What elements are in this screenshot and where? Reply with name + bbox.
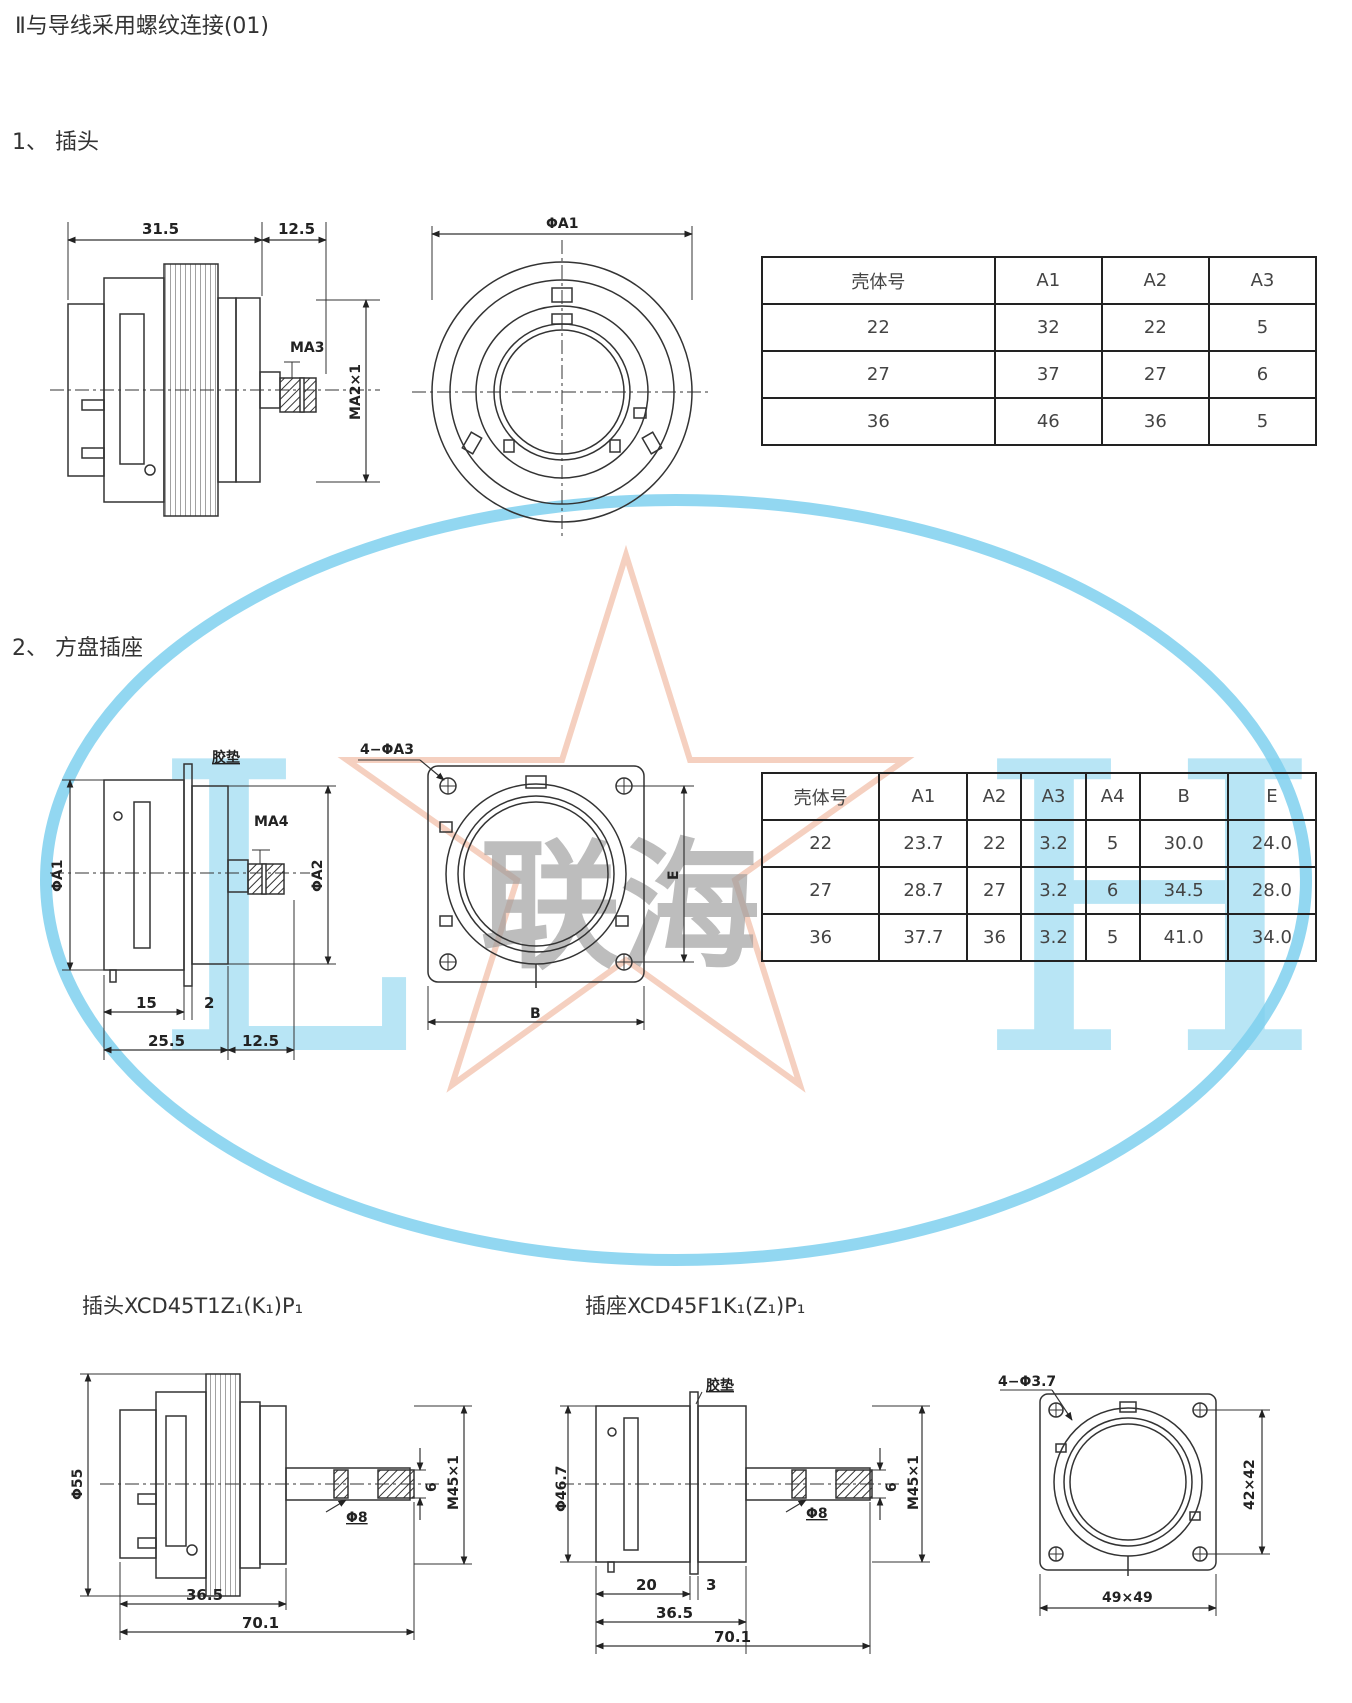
table-cell: 23.7	[878, 819, 969, 868]
table-cell: 3.2	[1020, 866, 1087, 915]
socket-side-view	[50, 763, 336, 1060]
dim-6-socket: 6	[884, 1482, 900, 1492]
socket-title: 插座XCD45F1K₁(Z₁)P₁	[585, 1294, 806, 1318]
dim-phi-8-plug: Φ8	[346, 1510, 368, 1526]
socket-xcd45-side-view	[560, 1391, 930, 1654]
table-cell: 27	[966, 866, 1023, 915]
flange-front-view	[1000, 1389, 1270, 1616]
section1-heading: 1、 插头	[12, 130, 99, 155]
table-cell: 5	[1084, 913, 1141, 962]
table-cell: 3.2	[1020, 913, 1087, 962]
table-header: A2	[966, 772, 1023, 821]
dim-36-5-plug: 36.5	[186, 1586, 223, 1604]
dim-4-phi-3-7: 4−Φ3.7	[998, 1374, 1056, 1390]
table-header: 壳体号	[760, 772, 881, 821]
table-cell: 28.7	[878, 866, 969, 915]
table-cell: 27	[1100, 350, 1210, 399]
table-header: A3	[1207, 256, 1318, 305]
table-cell: 41.0	[1138, 913, 1229, 962]
section2-heading: 2、 方盘插座	[12, 636, 143, 661]
table-cell: 36	[1100, 397, 1210, 446]
table-cell: 5	[1084, 819, 1141, 868]
table-cell: 36	[761, 397, 996, 446]
dim-e: E	[666, 870, 682, 880]
dim-36-5-socket: 36.5	[656, 1604, 693, 1622]
dim-70-1-socket: 70.1	[714, 1628, 751, 1646]
table-cell: 34.0	[1226, 913, 1318, 962]
table-cell: 5	[1207, 397, 1318, 446]
table-cell: 36	[760, 913, 881, 962]
dim-15: 15	[136, 994, 157, 1012]
table-cell: 22	[761, 303, 996, 352]
gasket-label: 胶垫	[212, 749, 240, 766]
dim-m45-plug: M45×1	[446, 1455, 462, 1510]
dim-3: 3	[706, 1576, 716, 1594]
plug-side-view	[50, 222, 380, 517]
table-cell: 22	[760, 819, 881, 868]
watermark-letter-l: L	[150, 680, 416, 1145]
dim-12-5-b: 12.5	[242, 1032, 279, 1050]
table-cell: 46	[993, 397, 1103, 446]
table-header: A4	[1084, 772, 1141, 821]
dim-phi-55: Φ55	[70, 1469, 86, 1500]
table-cell: 22	[966, 819, 1023, 868]
table-header: E	[1226, 772, 1318, 821]
dim-phi-a1-side: ΦA1	[50, 860, 66, 892]
dim-ma3: MA3	[290, 340, 325, 356]
table-cell: 6	[1207, 350, 1318, 399]
gasket-label-socket: 胶垫	[706, 1377, 734, 1394]
plug-xcd45-side-view	[80, 1373, 472, 1640]
table-header: A3	[1020, 772, 1087, 821]
dim-4-phi-a3: 4−ΦA3	[360, 742, 414, 758]
dim-31-5: 31.5	[142, 220, 179, 238]
table-header: A2	[1100, 256, 1210, 305]
table-cell: 22	[1100, 303, 1210, 352]
table-header: B	[1138, 772, 1229, 821]
table-cell: 30.0	[1138, 819, 1229, 868]
table-cell: 36	[966, 913, 1023, 962]
table-header: A1	[878, 772, 969, 821]
table-cell: 24.0	[1226, 819, 1318, 868]
dim-12-5: 12.5	[278, 220, 315, 238]
dim-2: 2	[204, 994, 214, 1012]
plug-front-view	[412, 226, 712, 540]
dim-b: B	[530, 1006, 541, 1022]
table-cell: 37.7	[878, 913, 969, 962]
dim-phi-a1: ΦA1	[546, 216, 578, 232]
socket-front-view	[358, 759, 694, 1030]
table-cell: 34.5	[1138, 866, 1229, 915]
dim-ma4: MA4	[254, 814, 289, 830]
table-cell: 27	[761, 350, 996, 399]
table-cell: 28.0	[1226, 866, 1318, 915]
table-header: 壳体号	[761, 256, 996, 305]
dim-49x49: 49×49	[1102, 1590, 1153, 1606]
table-cell: 6	[1084, 866, 1141, 915]
table-cell: 3.2	[1020, 819, 1087, 868]
socket-spec-table: 壳体号 A1 A2 A3 A4 B E 22 23.7 22 3.2 5 30.…	[760, 772, 1318, 962]
dim-42x42: 42×42	[1242, 1459, 1258, 1510]
dim-70-1-plug: 70.1	[242, 1614, 279, 1632]
dim-6-plug: 6	[424, 1482, 440, 1492]
dim-25-5: 25.5	[148, 1032, 185, 1050]
dim-m45-socket: M45×1	[906, 1455, 922, 1510]
dim-phi-46-7: Φ46.7	[554, 1466, 570, 1512]
table-cell: 5	[1207, 303, 1318, 352]
table-cell: 27	[760, 866, 881, 915]
dim-ma2: MA2×1	[348, 364, 364, 420]
plug-title: 插头XCD45T1Z₁(K₁)P₁	[82, 1294, 304, 1318]
dim-phi-8-socket: Φ8	[806, 1506, 828, 1522]
table-header: A1	[993, 256, 1103, 305]
dim-20: 20	[636, 1576, 657, 1594]
table-cell: 32	[993, 303, 1103, 352]
dim-phi-a2: ΦA2	[310, 860, 326, 892]
table-cell: 37	[993, 350, 1103, 399]
plug-spec-table: 壳体号 A1 A2 A3 22 32 22 5 27 37 27 6 36 46…	[761, 256, 1318, 446]
page-title: Ⅱ与导线采用螺纹连接(01)	[15, 14, 269, 39]
